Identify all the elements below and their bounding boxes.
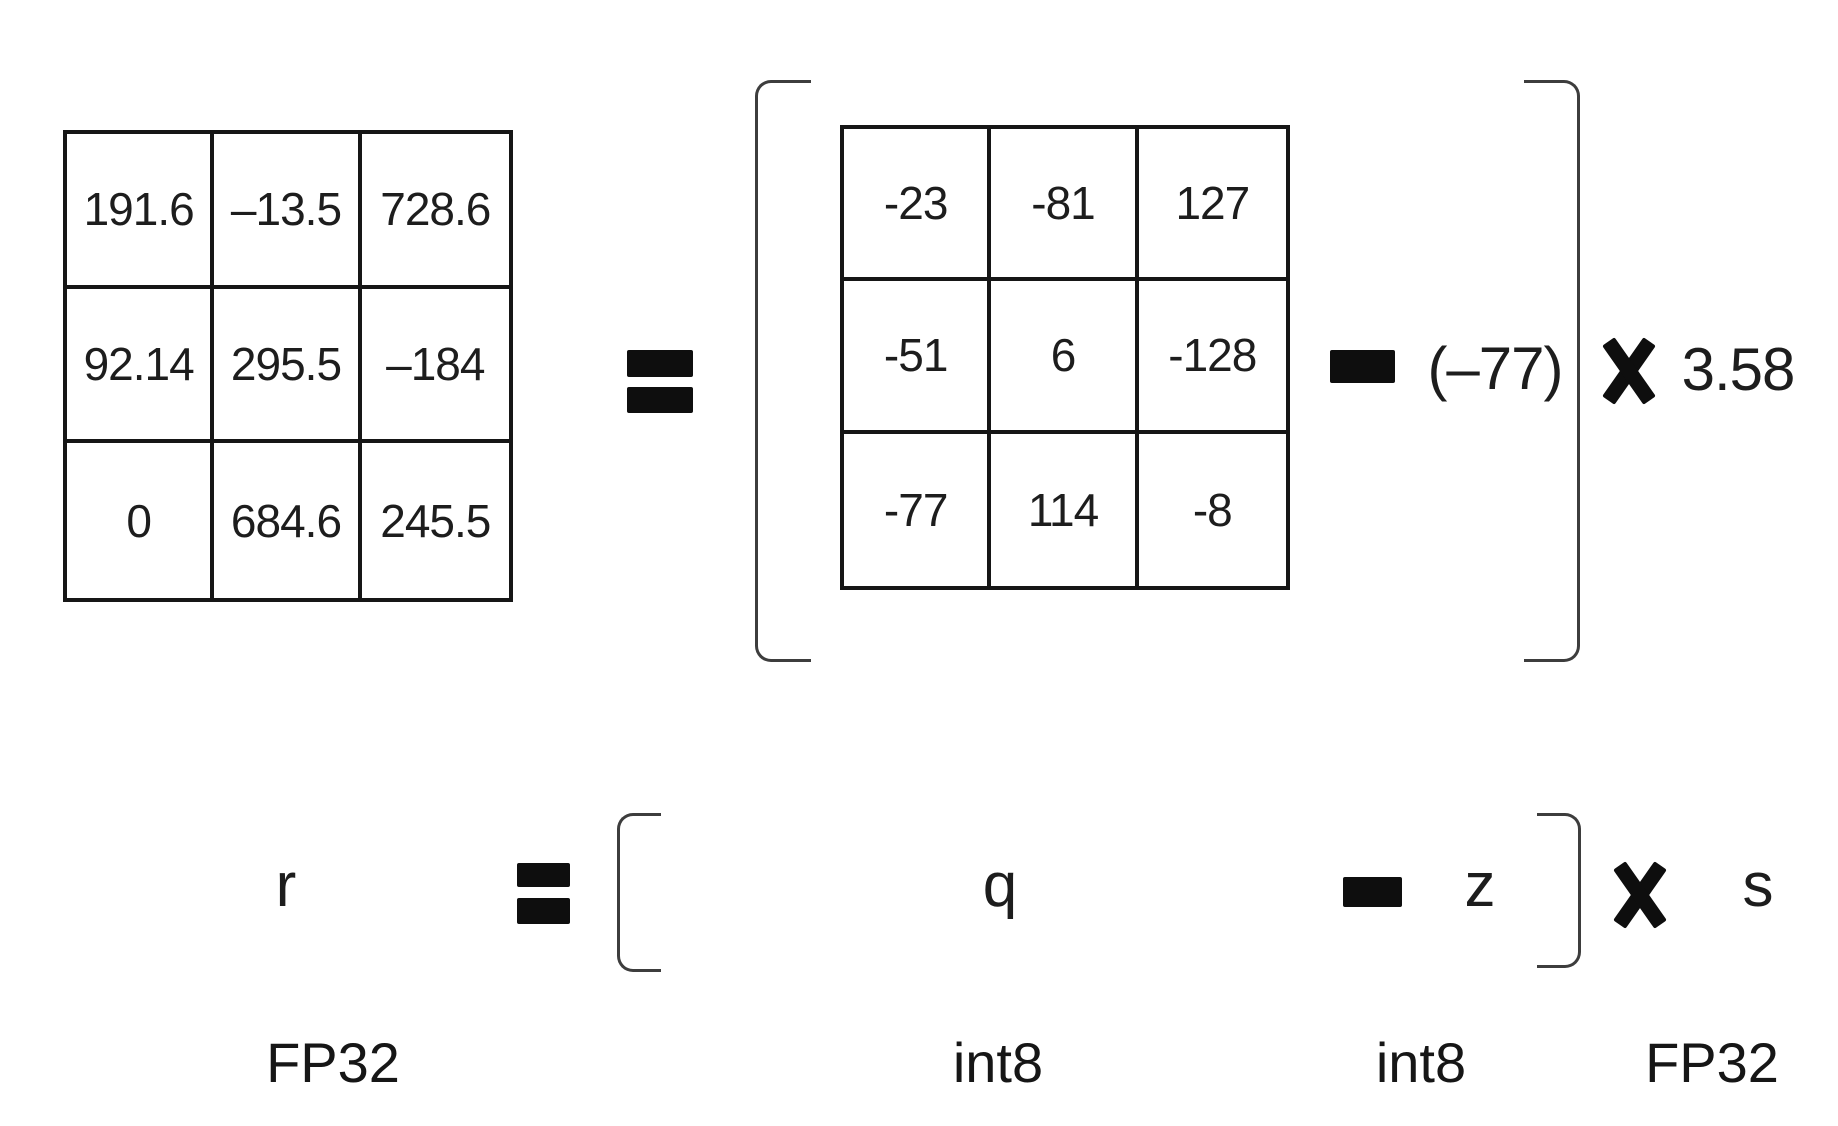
matrix-cell: 127 [1138,129,1286,282]
matrix-cell: 0 [67,443,215,598]
symbol-q: q [982,851,1018,920]
matrix-cell: 295.5 [214,288,362,444]
type-label-int8: int8 [1375,1031,1467,1094]
scale-value: 3.58 [1681,336,1796,403]
matrix-cell: -51 [844,281,992,434]
minus-icon [1343,877,1402,907]
matrix-cell: -77 [844,433,992,586]
equals-icon [627,350,693,413]
matrix-cell: 191.6 [67,134,215,289]
type-label-fp32: FP32 [1645,1031,1779,1094]
matrix-cell: -128 [1138,281,1286,434]
zero-point-value: (–77) [1427,335,1563,402]
left-bracket-icon [755,80,811,662]
fp32-matrix: 191.6 –13.5 728.6 92.14 295.5 –184 0 684… [63,130,513,602]
matrix-cell: -23 [844,129,992,282]
symbol-r: r [275,851,297,920]
times-icon [1612,860,1668,929]
minus-icon [1330,350,1395,383]
matrix-cell: -8 [1192,483,1233,536]
matrix-cell: 114 [991,433,1139,586]
matrix-cell: –13.5 [214,134,362,289]
matrix-cell: 728.6 [361,134,509,289]
matrix-cell: 92.14 [67,288,215,444]
type-label-fp32: FP32 [266,1031,400,1094]
int8-matrix: -23 -81 127 -51 6 -128 -77 114 -8 [840,125,1290,590]
right-bracket-icon [1537,813,1581,968]
matrix-cell: 245.5 [380,494,491,547]
type-label-int8: int8 [952,1031,1044,1094]
left-bracket-icon [617,813,661,972]
matrix-cell: 684.6 [214,443,362,598]
times-icon [1600,336,1657,405]
symbol-z: z [1464,851,1496,920]
matrix-cell: -81 [991,129,1139,282]
right-bracket-icon [1524,80,1580,662]
matrix-cell: –184 [361,289,509,444]
symbol-s: s [1742,851,1774,920]
equals-icon [517,863,570,924]
matrix-cell: 6 [991,281,1139,434]
